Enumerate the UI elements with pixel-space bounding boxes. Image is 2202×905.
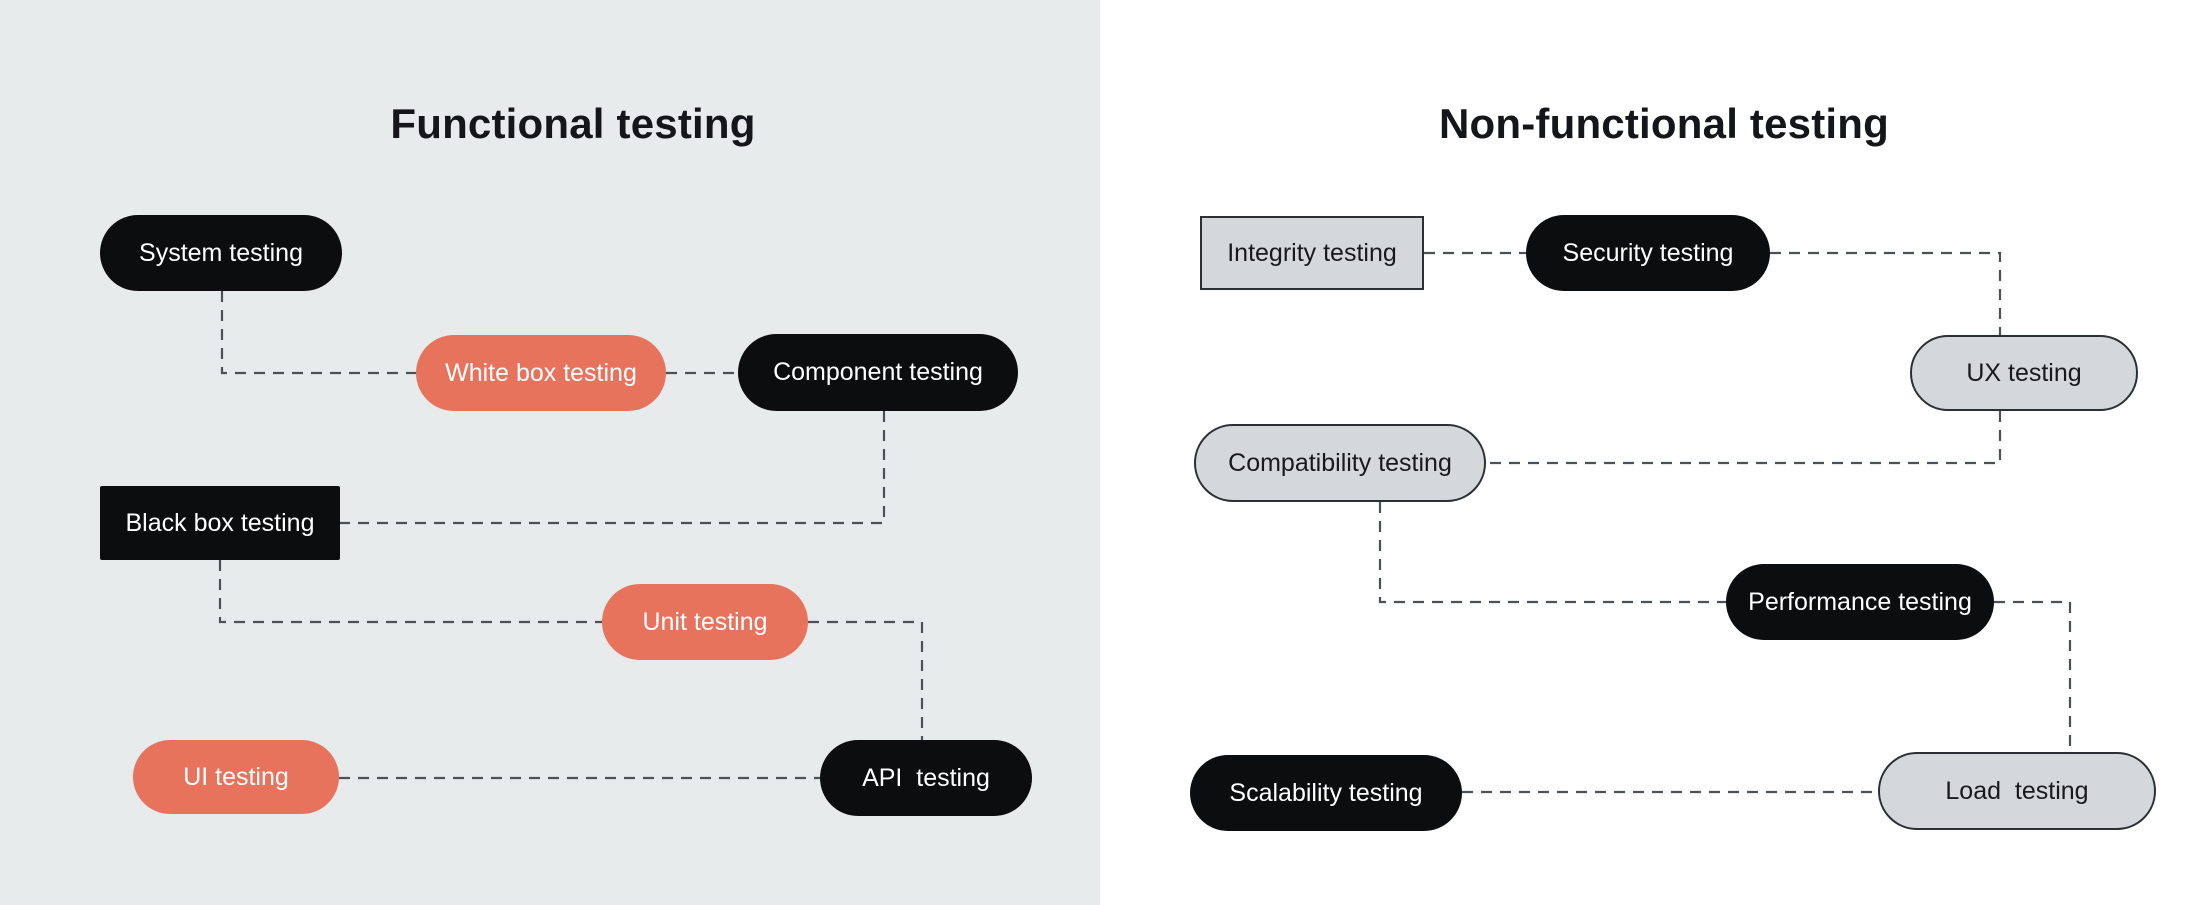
connector-blackbox-to-unit xyxy=(218,560,602,624)
connector-compatibility-to-performance xyxy=(1378,502,1726,604)
node-ux-testing[interactable]: UX testing xyxy=(1910,335,2138,411)
connector-ux-to-compatibility xyxy=(1486,411,2002,465)
node-component-testing[interactable]: Component testing xyxy=(738,334,1018,411)
node-integrity-testing[interactable]: Integrity testing xyxy=(1200,216,1424,290)
node-ui-testing[interactable]: UI testing xyxy=(133,740,339,814)
functional-testing-title: Functional testing xyxy=(390,100,756,148)
node-api-testing[interactable]: API testing xyxy=(820,740,1032,816)
node-security-testing[interactable]: Security testing xyxy=(1526,215,1770,291)
connector-system-to-whitebox xyxy=(220,291,416,375)
non-functional-testing-title: Non-functional testing xyxy=(1438,100,1889,148)
connector-security-to-ux xyxy=(1770,251,2002,335)
node-performance-testing[interactable]: Performance testing xyxy=(1726,564,1994,640)
node-black-box-testing[interactable]: Black box testing xyxy=(100,486,340,560)
node-white-box-testing[interactable]: White box testing xyxy=(416,335,666,411)
connector-component-to-blackbox xyxy=(340,411,886,525)
connector-performance-to-load xyxy=(1994,600,2072,752)
node-system-testing[interactable]: System testing xyxy=(100,215,342,291)
node-compatibility-testing[interactable]: Compatibility testing xyxy=(1194,424,1486,502)
node-unit-testing[interactable]: Unit testing xyxy=(602,584,808,660)
node-load-testing[interactable]: Load testing xyxy=(1878,752,2156,830)
node-scalability-testing[interactable]: Scalability testing xyxy=(1190,755,1462,831)
connector-unit-to-api xyxy=(808,620,924,740)
